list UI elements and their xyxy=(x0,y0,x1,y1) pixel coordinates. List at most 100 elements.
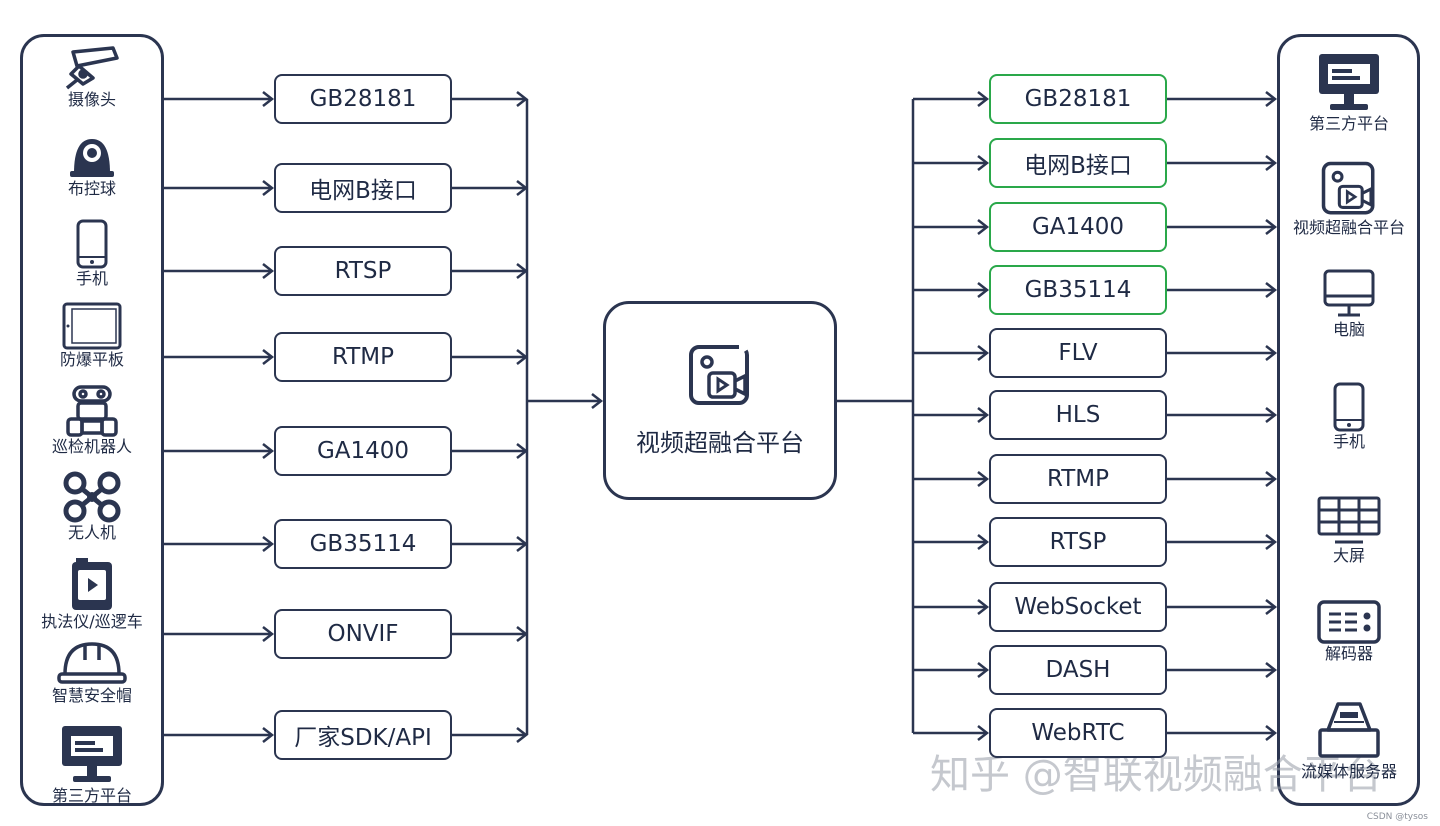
helmet-icon xyxy=(57,640,127,686)
arrow-head xyxy=(977,407,990,423)
robot-icon xyxy=(64,385,120,437)
arrow-head xyxy=(1265,725,1278,741)
arrow-head xyxy=(977,345,990,361)
left-device-label: 巡检机器人 xyxy=(51,437,132,456)
output-protocol-box: RTMP xyxy=(989,454,1167,504)
left-device-label: 执法仪/巡逻车 xyxy=(41,612,143,631)
arrow-head xyxy=(1265,155,1278,171)
arrow-head xyxy=(1265,471,1278,487)
right-target-3: 电脑 xyxy=(1288,268,1410,339)
recorder-icon xyxy=(68,558,116,612)
output-protocol-box: HLS xyxy=(989,390,1167,440)
video-fusion-icon xyxy=(1320,160,1378,218)
left-device-2: 布控球 xyxy=(32,133,152,198)
arrow-head xyxy=(262,91,275,107)
arrow-head xyxy=(1265,345,1278,361)
left-device-label: 布控球 xyxy=(67,179,116,198)
left-device-1: 摄像头 xyxy=(32,44,152,109)
monitor-icon xyxy=(59,724,125,786)
arrow-head xyxy=(262,263,275,279)
drone-icon xyxy=(61,471,123,523)
output-protocol-box: GB28181 xyxy=(989,74,1167,124)
right-target-2: 视频超融合平台 xyxy=(1288,160,1410,237)
left-device-7: 执法仪/巡逻车 xyxy=(32,558,152,631)
left-device-label: 无人机 xyxy=(67,523,116,542)
decoder-icon xyxy=(1317,600,1381,644)
input-protocol-box: RTSP xyxy=(274,246,452,296)
arrow-head xyxy=(977,219,990,235)
arrow-head xyxy=(977,534,990,550)
dome-icon xyxy=(66,133,118,179)
left-device-8: 智慧安全帽 xyxy=(32,640,152,705)
arrow-head xyxy=(977,725,990,741)
phone-icon xyxy=(74,219,110,269)
input-protocol-box: GB35114 xyxy=(274,519,452,569)
input-protocol-box: ONVIF xyxy=(274,609,452,659)
left-device-label: 摄像头 xyxy=(67,90,116,109)
server-icon xyxy=(1314,700,1384,762)
output-protocol-box: WebRTC xyxy=(989,708,1167,758)
camera-icon xyxy=(63,44,121,90)
video-fusion-icon xyxy=(689,345,749,405)
input-protocol-box: GB28181 xyxy=(274,74,452,124)
output-protocol-box: 电网B接口 xyxy=(989,138,1167,188)
output-protocol-box: FLV xyxy=(989,328,1167,378)
output-protocol-box: GB35114 xyxy=(989,265,1167,315)
arrow-head xyxy=(262,536,275,552)
output-protocol-box: WebSocket xyxy=(989,582,1167,632)
left-device-6: 无人机 xyxy=(32,471,152,542)
arrow-head xyxy=(262,349,275,365)
arrow-head xyxy=(977,91,990,107)
phone-icon xyxy=(1331,382,1367,432)
right-target-label: 大屏 xyxy=(1332,546,1365,565)
arrow-head xyxy=(262,443,275,459)
arrow-head xyxy=(977,662,990,678)
left-device-label: 智慧安全帽 xyxy=(51,686,132,705)
right-target-label: 解码器 xyxy=(1324,644,1373,663)
arrow-head xyxy=(1265,534,1278,550)
arrow-head xyxy=(977,471,990,487)
arrow-head xyxy=(977,155,990,171)
left-device-4: 防爆平板 xyxy=(32,302,152,369)
right-target-label: 视频超融合平台 xyxy=(1292,218,1405,237)
right-target-label: 流媒体服务器 xyxy=(1300,762,1397,781)
right-target-4: 手机 xyxy=(1288,382,1410,451)
left-device-9: 第三方平台 xyxy=(32,724,152,805)
arrow-head xyxy=(262,626,275,642)
left-device-5: 巡检机器人 xyxy=(32,385,152,456)
arrow-head xyxy=(977,282,990,298)
input-protocol-box: 厂家SDK/API xyxy=(274,710,452,760)
right-target-label: 第三方平台 xyxy=(1308,114,1389,133)
right-target-label: 手机 xyxy=(1332,432,1365,451)
left-device-label: 手机 xyxy=(75,269,108,288)
output-protocol-box: DASH xyxy=(989,645,1167,695)
right-target-5: 大屏 xyxy=(1288,496,1410,565)
arrow-head xyxy=(1265,219,1278,235)
right-target-7: 流媒体服务器 xyxy=(1288,700,1410,781)
input-protocol-box: RTMP xyxy=(274,332,452,382)
fusion-platform-title: 视频超融合平台 xyxy=(636,429,804,457)
arrow-head xyxy=(262,727,275,743)
right-target-label: 电脑 xyxy=(1332,320,1365,339)
arrow-head xyxy=(262,180,275,196)
arrow-head xyxy=(1265,599,1278,615)
arrow-head xyxy=(1265,91,1278,107)
arrow-head xyxy=(1265,282,1278,298)
arrow-head xyxy=(1265,407,1278,423)
arrow-head xyxy=(977,599,990,615)
arrow-head xyxy=(591,393,604,409)
left-device-label: 第三方平台 xyxy=(51,786,132,805)
arrow-head xyxy=(1265,662,1278,678)
input-protocol-box: 电网B接口 xyxy=(274,163,452,213)
input-protocol-box: GA1400 xyxy=(274,426,452,476)
computer-icon xyxy=(1322,268,1376,320)
credit-text: CSDN @tysos xyxy=(1366,812,1428,822)
left-device-label: 防爆平板 xyxy=(59,350,124,369)
screen-icon xyxy=(1317,496,1381,546)
right-target-1: 第三方平台 xyxy=(1288,52,1410,133)
watermark: 知乎 @智联视频融合平台 xyxy=(930,752,1383,798)
output-protocol-box: RTSP xyxy=(989,517,1167,567)
tablet-icon xyxy=(62,302,122,350)
